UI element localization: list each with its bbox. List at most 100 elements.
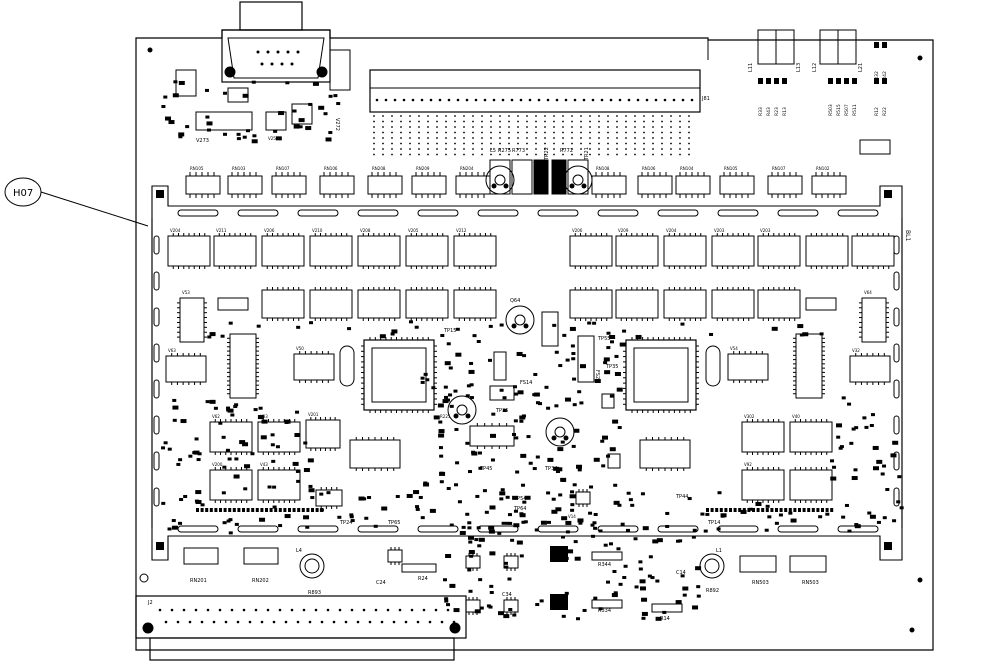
smd-part <box>476 340 481 344</box>
connector-pin <box>472 153 474 156</box>
smd-part <box>617 503 622 507</box>
ic-package <box>209 421 253 453</box>
label-r275: R275 <box>498 148 511 154</box>
ic-package <box>663 289 707 319</box>
smd-part <box>608 542 613 546</box>
smd-part <box>617 426 622 430</box>
smd-part <box>298 125 303 129</box>
smd-part <box>546 491 551 495</box>
ic-label: V53 <box>182 290 190 295</box>
frame-slot <box>657 525 699 533</box>
connector-pin <box>427 153 429 156</box>
smd-part <box>512 613 517 617</box>
smd-part <box>705 512 710 516</box>
connector-pin <box>546 98 550 102</box>
connector-pin <box>625 131 627 134</box>
ic-label: V32 <box>852 348 860 353</box>
resistor-array <box>185 175 221 195</box>
connector-pin <box>447 98 451 102</box>
ic-label: V211 <box>216 228 227 233</box>
smd-part <box>655 616 662 621</box>
connector-pin <box>625 120 627 123</box>
smd-part <box>453 608 460 613</box>
smd-part <box>420 376 425 380</box>
connector-pin <box>553 148 555 150</box>
connector-pin <box>481 142 483 145</box>
smd-part <box>230 413 235 417</box>
smd-part <box>270 443 275 447</box>
smd-part <box>830 476 837 481</box>
connector-pin <box>688 126 690 128</box>
smd-part <box>521 520 526 524</box>
ic-label: V204 <box>170 228 181 233</box>
smd-part <box>551 509 558 514</box>
smd-part <box>552 323 557 327</box>
connector-pin <box>373 115 375 117</box>
smd-part <box>623 564 628 568</box>
smd-part <box>333 94 338 98</box>
smd-part <box>641 597 648 602</box>
crystals <box>339 345 721 387</box>
smd-part <box>613 500 620 505</box>
connector-pin <box>472 137 474 139</box>
connector-pin <box>670 153 672 156</box>
bottom-pin <box>182 608 186 612</box>
connector-pin <box>427 131 429 134</box>
connector-pin <box>499 137 501 139</box>
bottom-part-label: RN503 <box>802 580 819 586</box>
resistor-array-label: RN105 <box>190 166 204 171</box>
smd-part <box>625 528 630 532</box>
trimmer-pin <box>453 413 459 419</box>
connector-pin <box>373 153 375 156</box>
connector-pin <box>420 98 424 102</box>
smd-part <box>445 398 450 402</box>
connector-pin <box>652 120 654 123</box>
smd-part <box>524 495 531 500</box>
connector-pin <box>436 142 438 145</box>
connector-pin <box>391 115 393 117</box>
resistor-pad <box>774 78 779 84</box>
smd-part <box>578 521 583 525</box>
bottom-connector-pins <box>158 608 456 624</box>
connector-pin <box>562 120 564 123</box>
connector-pin <box>490 137 492 139</box>
connector-pin-grid <box>373 98 694 156</box>
ic-package <box>179 297 205 343</box>
smd-part <box>788 511 793 515</box>
resistor-array <box>675 175 711 195</box>
smd-part <box>274 508 278 512</box>
smd-part <box>297 508 301 512</box>
ic-package <box>453 289 497 319</box>
smd-part <box>616 547 621 551</box>
resistor-pad <box>758 78 763 84</box>
smd-part <box>242 135 247 139</box>
smd-part <box>442 399 449 404</box>
smd-part <box>709 332 714 336</box>
connector-pin <box>634 148 636 150</box>
smd-part <box>716 527 721 531</box>
smd-part <box>446 486 451 490</box>
connector-pin <box>679 148 681 150</box>
smd-part <box>499 497 504 501</box>
ic-package <box>309 235 353 267</box>
connector-pin <box>445 126 447 128</box>
testpoint-label: TP45 <box>479 466 492 472</box>
connector-pin <box>508 148 510 150</box>
smd-part <box>171 525 178 530</box>
smd-part <box>448 366 453 370</box>
smd-part <box>523 520 528 524</box>
smd-part <box>892 519 897 523</box>
smd-part <box>628 498 633 502</box>
connector-pin <box>490 148 492 150</box>
smd-part <box>429 508 436 513</box>
connector-pin <box>616 115 618 117</box>
resistor-array <box>719 175 755 195</box>
smd-part <box>572 483 577 487</box>
smd-part <box>652 539 659 544</box>
smd-part <box>278 508 282 512</box>
connector-pin <box>463 137 465 139</box>
connector-pin <box>652 115 654 117</box>
bottom-pin <box>416 620 420 624</box>
ic-package <box>795 333 823 399</box>
connector-pin <box>571 153 573 156</box>
